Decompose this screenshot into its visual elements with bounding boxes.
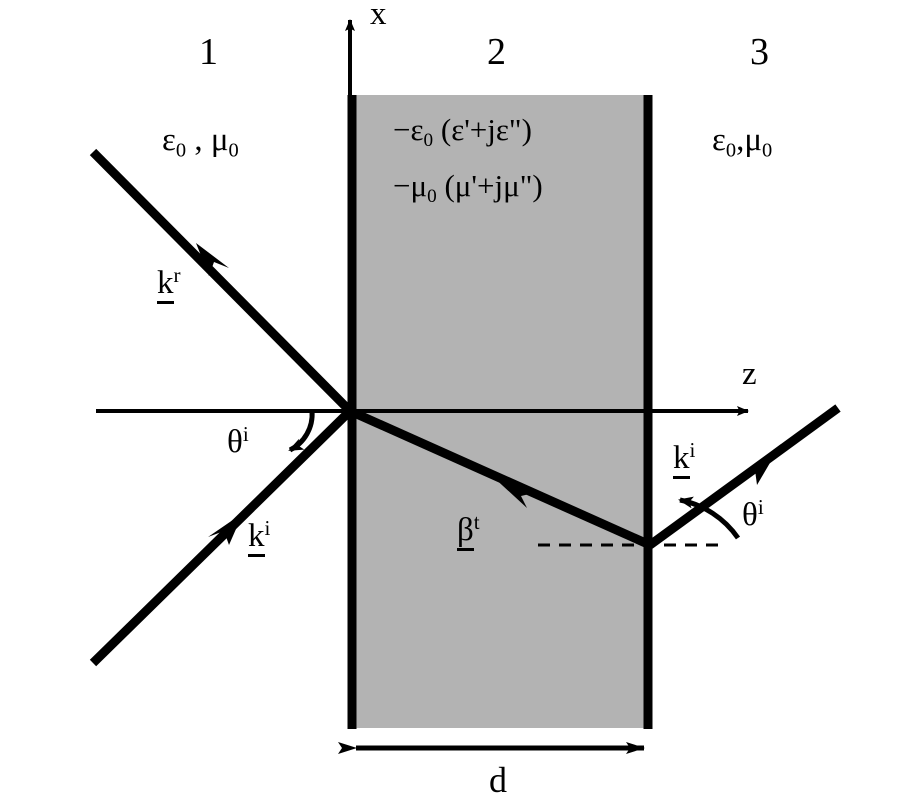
reflected-ray-line — [89, 148, 354, 415]
slab-mu-sign: − — [393, 168, 411, 203]
incidence-angle-label-right: θi — [742, 495, 764, 533]
slab-permittivity-label: −ε0 (ε'+jε") — [393, 114, 532, 150]
transmitted-ray-backward-arrowhead — [490, 474, 538, 508]
incidence-angle-arc-left — [288, 410, 315, 453]
region-1-mu-subscript: 0 — [228, 139, 239, 162]
region-1-separator: , — [186, 122, 211, 158]
outgoing-wavevector-label: ki — [673, 438, 696, 479]
region-3-separator: , — [736, 122, 745, 158]
incidence-angle-arc-right — [678, 496, 741, 540]
slab-eps-bracket: (ε'+jε") — [433, 112, 532, 147]
region-1-number: 1 — [199, 31, 218, 73]
reflected-wavevector-label: kr — [157, 263, 181, 304]
outgoing-ray-arrowhead — [739, 444, 781, 485]
transmitted-propagation-vector-superscript: t — [473, 510, 480, 534]
x-axis-label: x — [370, 0, 387, 32]
incident-ray-line — [89, 407, 354, 667]
transmitted-propagation-vector-symbol: β — [457, 513, 474, 551]
incidence-angle-label-left: θi — [227, 422, 249, 460]
region-3-number: 3 — [750, 31, 769, 73]
incidence-angle-symbol-left: θ — [227, 423, 243, 460]
slab-mu-base: μ — [410, 168, 428, 203]
outgoing-wavevector-symbol: k — [673, 441, 690, 479]
incidence-angle-superscript-left: i — [242, 422, 249, 446]
region-1-medium-label: ε0 , μ0 — [162, 124, 239, 161]
reflected-ray-arrowhead — [196, 243, 229, 276]
incident-wavevector-superscript: i — [264, 516, 271, 540]
outgoing-wavevector-superscript: i — [689, 438, 696, 462]
region-3-mu-symbol: μ — [744, 122, 763, 158]
incident-wavevector-label: ki — [248, 516, 271, 557]
region-1-eps-symbol: ε — [162, 122, 176, 158]
reflected-wavevector-symbol: k — [157, 266, 174, 304]
slab-mu-subscript: 0 — [427, 186, 437, 208]
region-3-eps-subscript: 0 — [725, 139, 737, 162]
slab-mu-bracket: (μ'+jμ") — [436, 168, 543, 203]
slab-thickness-label: d — [489, 760, 507, 800]
region-1-mu-symbol: μ — [210, 122, 229, 158]
region-3-eps-symbol: ε — [712, 122, 726, 158]
slab-eps-subscript: 0 — [423, 130, 434, 152]
incidence-angle-symbol-right: θ — [742, 496, 758, 533]
reflected-wavevector-superscript: r — [173, 263, 181, 287]
region-3-medium-label: ε0,μ0 — [712, 124, 772, 161]
outgoing-ray-line — [647, 404, 841, 549]
region-3-mu-subscript: 0 — [762, 139, 773, 162]
slab-eps-sign: − — [393, 112, 411, 147]
incident-ray-arrowhead — [208, 513, 243, 545]
incident-wavevector-symbol: k — [248, 519, 265, 557]
region-2-number: 2 — [487, 31, 506, 73]
transmitted-propagation-vector-label: βt — [457, 510, 480, 551]
region-1-eps-subscript: 0 — [175, 139, 187, 162]
z-axis-label: z — [742, 356, 757, 392]
incidence-angle-superscript-right: i — [757, 495, 764, 519]
slab-permeability-label: −μ0 (μ'+jμ") — [393, 170, 543, 206]
slab-eps-base: ε — [410, 112, 424, 147]
